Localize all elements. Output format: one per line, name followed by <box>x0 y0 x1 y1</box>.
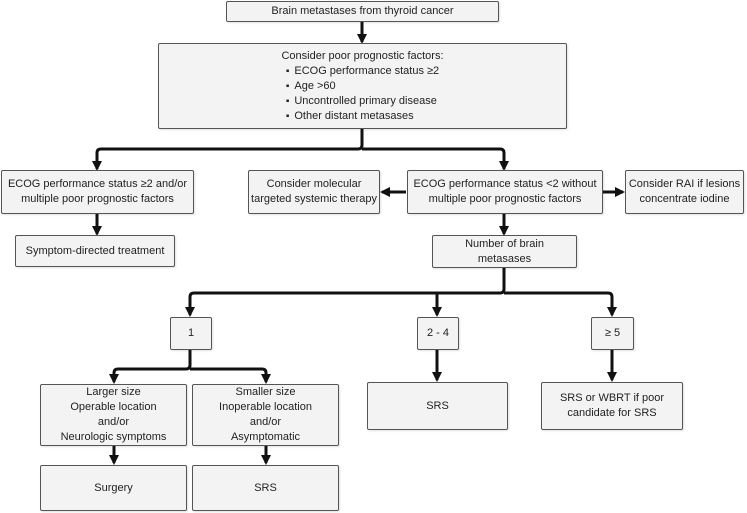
srs-bottom-node: SRS <box>192 465 339 511</box>
srs-middle-node: SRS <box>367 382 508 430</box>
prognostic-factors-content: Consider poor prognostic factors: ECOG p… <box>281 49 443 124</box>
count-one-node: 1 <box>170 317 212 350</box>
good-performance-node: ECOG performance status <2 without multi… <box>407 170 603 214</box>
smaller-lesion-line: Smaller size <box>235 386 296 398</box>
smaller-lesion-line: and/or <box>249 416 282 428</box>
prognostic-factors-node: Consider poor prognostic factors: ECOG p… <box>158 43 567 129</box>
good-performance-line: multiple poor prognostic factors <box>428 193 582 205</box>
smaller-lesion-line: Asymptomatic <box>230 431 301 443</box>
good-performance-line: ECOG performance status <2 without <box>413 178 597 190</box>
molecular-therapy-line: Consider molecular <box>266 178 362 190</box>
factor-item: Other distant metasases <box>286 109 439 124</box>
number-metastases-text: Number of brain metasases <box>465 237 544 265</box>
larger-lesion-line: Larger size <box>86 386 141 398</box>
symptom-treatment-node: Symptom-directed treatment <box>15 235 175 267</box>
poor-performance-line: ECOG performance status ≥2 and/or <box>7 178 188 190</box>
arrow-one-to-larger <box>108 350 192 385</box>
srs-bottom-text: SRS <box>254 481 277 494</box>
top-node: Brain metastases from thyroid cancer <box>226 1 499 22</box>
larger-lesion-node: Larger size Operable location and/or Neu… <box>40 384 187 446</box>
prognostic-factors-heading: Consider poor prognostic factors: <box>281 49 444 62</box>
arrow-number-to-five <box>504 291 618 318</box>
larger-lesion-line: and/or <box>97 416 130 428</box>
arrow-one-to-smaller <box>190 367 272 385</box>
rai-line: Consider RAI if lesions <box>628 178 741 190</box>
poor-performance-node: ECOG performance status ≥2 and/or multip… <box>1 170 194 214</box>
poor-performance-line: multiple poor prognostic factors <box>21 193 174 205</box>
surgery-text: Surgery <box>94 481 133 494</box>
srs-or-wbrt-node: SRS or WBRT if poor candidate for SRS <box>541 382 683 430</box>
rai-line: concentrate iodine <box>639 193 730 205</box>
count-five-node: ≥ 5 <box>591 317 634 350</box>
smaller-lesion-node: Smaller size Inoperable location and/or … <box>192 384 339 446</box>
number-metastases-node: Number of brain metasases <box>432 235 577 268</box>
count-two-four-text: 2 - 4 <box>426 327 449 339</box>
factor-item: ECOG performance status ≥2 <box>286 64 439 79</box>
srs-or-wbrt-line: candidate for SRS <box>567 407 657 419</box>
rai-node: Consider RAI if lesions concentrate iodi… <box>625 170 744 214</box>
prognostic-factors-list: ECOG performance status ≥2 Age >60 Uncon… <box>286 64 439 124</box>
larger-lesion-line: Neurologic symptoms <box>60 431 167 443</box>
molecular-therapy-line: targeted systemic therapy <box>251 193 377 205</box>
top-node-text: Brain metastases from thyroid cancer <box>271 5 454 17</box>
larger-lesion-line: Operable location <box>70 401 157 413</box>
count-two-four-node: 2 - 4 <box>417 317 459 350</box>
arrow-factors-to-poor <box>91 129 364 172</box>
srs-or-wbrt-line: SRS or WBRT if poor <box>559 392 665 404</box>
factor-item: Uncontrolled primary disease <box>286 94 439 109</box>
arrow-factors-to-good <box>362 147 510 172</box>
factor-item: Age >60 <box>286 79 439 94</box>
arrow-number-to-one <box>184 268 506 318</box>
count-five-text: ≥ 5 <box>604 327 621 339</box>
count-one-text: 1 <box>187 327 195 339</box>
surgery-node: Surgery <box>40 465 187 511</box>
srs-middle-text: SRS <box>426 399 449 412</box>
smaller-lesion-line: Inoperable location <box>219 401 312 413</box>
molecular-therapy-node: Consider molecular targeted systemic the… <box>248 170 380 214</box>
symptom-treatment-text: Symptom-directed treatment <box>25 244 165 257</box>
